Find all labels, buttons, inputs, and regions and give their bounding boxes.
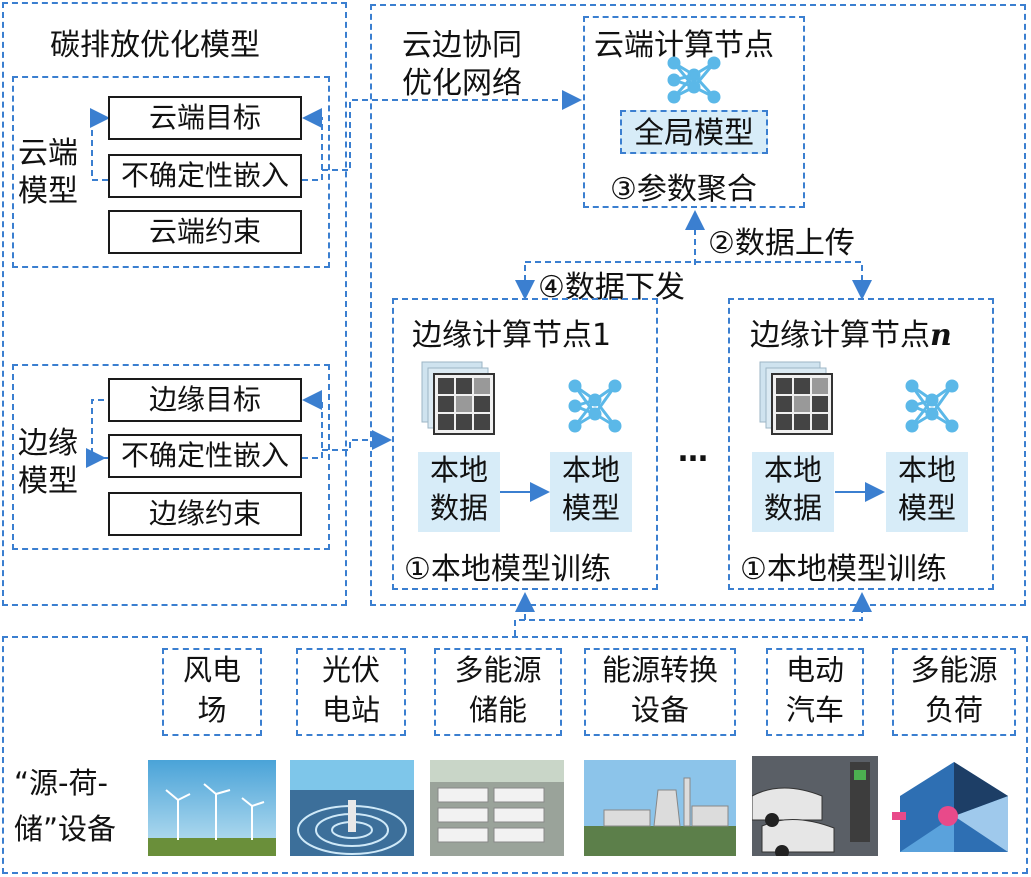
cloud-constraint-box: 云端约束 [108,210,302,254]
device-electric-vehicle: 电动 汽车 [766,648,864,736]
edge-model-label-2: 模型 [18,456,78,500]
local-model-1-line1: 本地 [550,452,632,490]
energy-conversion-image [584,760,736,856]
device-storage-line1: 多能源 [436,650,560,690]
edge-node-1-title: 边缘计算节点1 [412,310,611,354]
edge-objective-box: 边缘目标 [108,378,302,422]
device-multi-energy-load: 多能源 负荷 [892,648,1016,736]
local-training-step-1: ①本地模型训练 [404,544,611,588]
cloud-model-label-2: 模型 [18,166,78,210]
device-wind-farm: 风电 场 [162,648,262,736]
pv-station-image [290,760,414,856]
device-ev-line2: 汽车 [768,690,862,730]
edge-node-n-title: 边缘计算节点n [750,310,952,354]
energy-storage-image [430,760,564,856]
ellipsis: … [678,434,708,469]
neural-network-icon [664,55,724,105]
local-model-box-n: 本地 模型 [886,452,968,532]
local-model-box-1: 本地 模型 [550,452,632,532]
local-data-1-line2: 数据 [418,490,500,528]
device-ev-line1: 电动 [768,650,862,690]
multi-energy-load-image [892,756,1016,856]
device-energy-conversion: 能源转换 设备 [584,648,736,736]
data-grid-icon [420,360,496,436]
local-data-box-1: 本地 数据 [418,452,500,532]
local-model-n-line2: 模型 [886,490,968,528]
local-model-1-line2: 模型 [550,490,632,528]
device-storage-line2: 储能 [436,690,560,730]
device-wind-farm-line1: 风电 [164,650,260,690]
device-wind-farm-line2: 场 [164,690,260,730]
local-data-1-line1: 本地 [418,452,500,490]
edge-node-n-title-suffix: n [930,318,952,353]
local-data-n-line2: 数据 [752,490,834,528]
neural-network-icon [902,376,962,436]
global-model-box: 全局模型 [620,110,768,154]
neural-network-icon [565,376,625,436]
edge-constraint-box: 边缘约束 [108,492,302,536]
device-conversion-line1: 能源转换 [586,650,734,690]
edge-node-n-title-prefix: 边缘计算节点 [750,318,930,353]
data-grid-icon [758,360,834,436]
device-load-line1: 多能源 [894,650,1014,690]
device-pv-station: 光伏 电站 [296,648,406,736]
param-aggregation-step: ③参数聚合 [610,164,757,208]
network-label-2: 优化网络 [402,58,522,102]
cloud-objective-box: 云端目标 [108,96,302,140]
device-pv-line2: 电站 [298,690,404,730]
electric-vehicle-image [752,756,878,856]
local-training-step-n: ①本地模型训练 [740,544,947,588]
upload-label: ②数据上传 [708,218,855,262]
local-data-n-line1: 本地 [752,452,834,490]
device-multi-energy-storage: 多能源 储能 [434,648,562,736]
local-model-n-line1: 本地 [886,452,968,490]
cloud-uncertainty-box: 不确定性嵌入 [108,154,302,198]
edge-uncertainty-box: 不确定性嵌入 [108,434,302,478]
device-pv-line1: 光伏 [298,650,404,690]
wind-farm-image [148,760,276,856]
device-load-line2: 负荷 [894,690,1014,730]
local-data-box-n: 本地 数据 [752,452,834,532]
devices-label-1: “源-荷- [14,760,108,802]
device-conversion-line2: 设备 [586,690,734,730]
devices-label-2: 储”设备 [14,806,116,848]
carbon-model-title: 碳排放优化模型 [50,20,260,64]
